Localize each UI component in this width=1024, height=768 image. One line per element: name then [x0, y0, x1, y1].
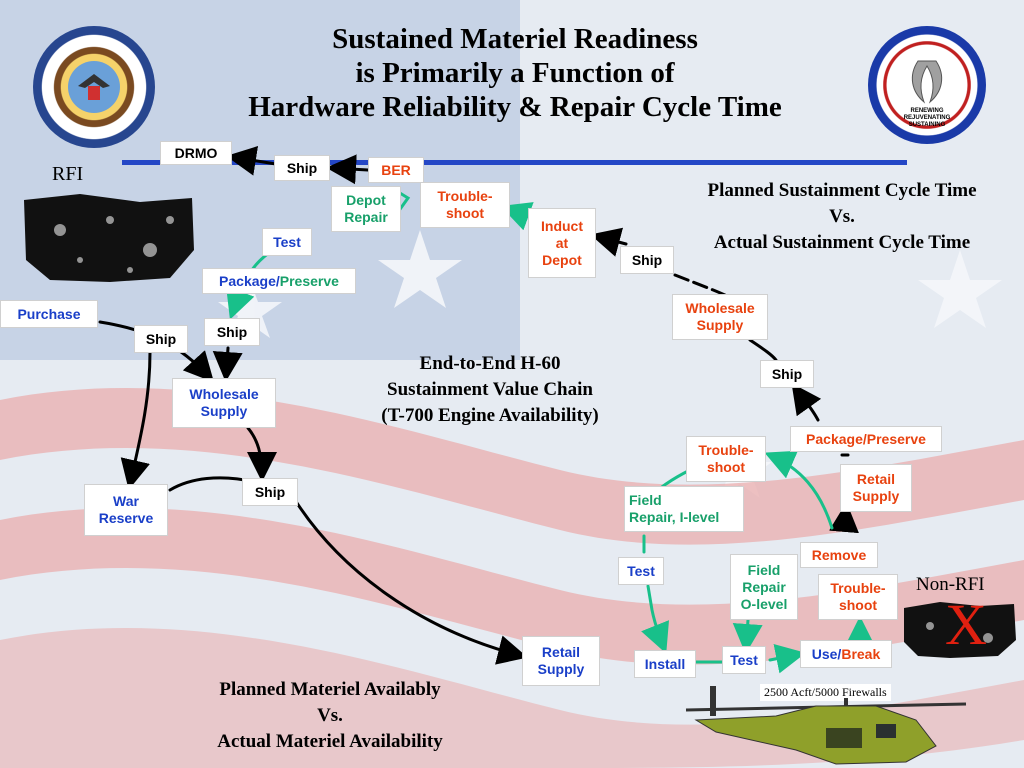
title-line-2: is Primarily a Function of [355, 57, 675, 89]
node-wholesale-supply-right[interactable]: Wholesale Supply [672, 294, 768, 340]
node-purchase[interactable]: Purchase [0, 300, 98, 328]
node-ship-right-mid[interactable]: Ship [760, 360, 814, 388]
title-line-1: Sustained Materiel Readiness [332, 23, 698, 55]
node-ship-left[interactable]: Ship [134, 325, 188, 353]
node-wholesale-supply-left[interactable]: Wholesale Supply [172, 378, 276, 428]
node-test-depot[interactable]: Test [262, 228, 312, 256]
node-troubleshoot-o[interactable]: Trouble- shoot [818, 574, 898, 620]
node-troubleshoot-depot[interactable]: Trouble- shoot [420, 182, 510, 228]
node-remove[interactable]: Remove [800, 542, 878, 568]
wings-icon: RENEWING REJUVENATING SUSTAINING [904, 60, 951, 128]
dod-seal-left [33, 26, 155, 148]
node-depot-repair[interactable]: Depot Repair [331, 186, 401, 232]
node-field-repair-o-level[interactable]: Field Repair O-level [730, 554, 798, 620]
svg-text:SUSTAINING: SUSTAINING [909, 122, 946, 128]
rfi-engine-image [24, 194, 194, 282]
node-induct-at-depot[interactable]: Induct at Depot [528, 208, 596, 278]
non-rfi-engine-image [904, 602, 1016, 658]
cycle-time-caption: Planned Sustainment Cycle Time Vs. Actua… [707, 180, 977, 253]
node-test-bottom[interactable]: Test [722, 646, 766, 674]
value-chain-caption: End-to-End H-60 Sustainment Value Chain … [381, 353, 599, 426]
page-title: Sustained Materiel Readiness is Primaril… [170, 22, 860, 124]
aircraft-note: 2500 Acft/5000 Firewalls [760, 684, 891, 701]
node-ship-right-top[interactable]: Ship [620, 246, 674, 274]
node-install[interactable]: Install [634, 650, 696, 678]
node-test-field[interactable]: Test [618, 557, 664, 585]
node-war-reserve[interactable]: War Reserve [84, 484, 168, 536]
dod-maintenance-seal-right: RENEWING REJUVENATING SUSTAINING [868, 26, 986, 144]
non-rfi-x-mark: X [945, 592, 987, 657]
node-package-preserve-left[interactable]: Package/Preserve [202, 268, 356, 294]
node-ship-mid[interactable]: Ship [204, 318, 260, 346]
helicopter-image [685, 686, 967, 765]
title-rule [122, 160, 907, 165]
seal-motto: RENEWING [911, 108, 944, 114]
title-line-3: Hardware Reliability & Repair Cycle Time [248, 91, 782, 123]
eagle-icon [68, 61, 120, 113]
non-rfi-label: Non-RFI [916, 574, 985, 595]
node-retail-supply-right[interactable]: Retail Supply [840, 464, 912, 512]
node-ber[interactable]: BER [368, 157, 424, 183]
node-retail-supply-bottom[interactable]: Retail Supply [522, 636, 600, 686]
node-field-repair-i-level[interactable]: Field Repair, I-level [624, 486, 744, 532]
rfi-label: RFI [52, 163, 84, 185]
availability-caption: Planned Materiel Availably Vs. Actual Ma… [217, 679, 443, 752]
node-ship-top[interactable]: Ship [274, 155, 330, 181]
node-drmo[interactable]: DRMO [160, 141, 232, 165]
node-use-break[interactable]: Use/Break [800, 640, 892, 668]
svg-text:REJUVENATING: REJUVENATING [904, 115, 951, 121]
node-ship-lower[interactable]: Ship [242, 478, 298, 506]
node-troubleshoot-field[interactable]: Trouble- shoot [686, 436, 766, 482]
node-package-preserve-right[interactable]: Package/Preserve [790, 426, 942, 452]
